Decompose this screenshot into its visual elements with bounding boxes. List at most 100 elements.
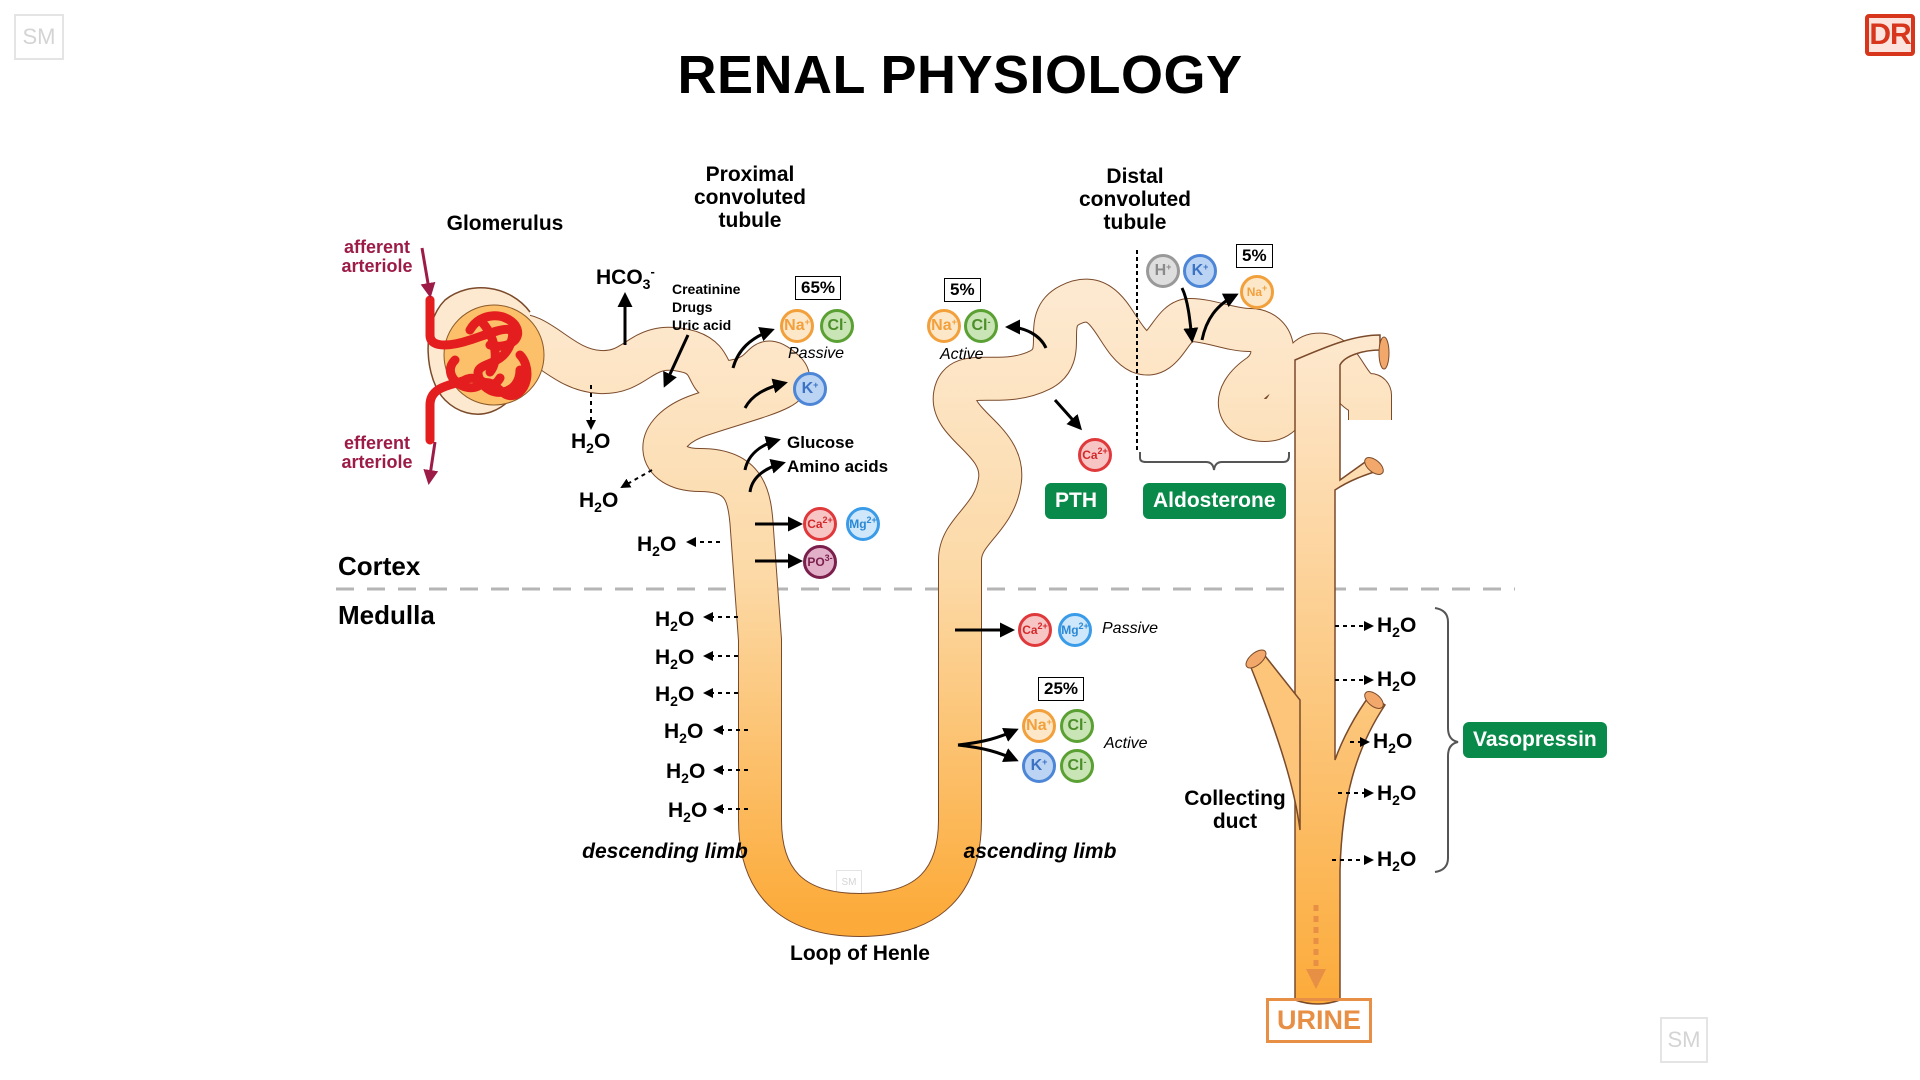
water-o: O: [688, 760, 706, 783]
ion-symbol: Na: [1026, 717, 1047, 734]
ion-charge: 2+: [1037, 621, 1048, 631]
water-sub: 2: [670, 618, 678, 635]
water-sub: 2: [1392, 678, 1400, 695]
afferent-arrow: [420, 247, 436, 298]
ion-charge: +: [804, 317, 810, 327]
water-o: O: [690, 799, 708, 822]
water-h: H: [571, 430, 587, 453]
ascending-arrows: [955, 622, 1019, 762]
ion-symbol: Cl: [971, 317, 988, 334]
ion-symbol: K: [1030, 757, 1043, 774]
pct-percent-badge: 65%: [795, 276, 842, 300]
collecting-duct: [1245, 334, 1390, 1005]
glomerulus-label: Glomerulus: [446, 212, 564, 235]
water-o: O: [1399, 614, 1417, 637]
watermark-top-left: SM: [14, 14, 64, 60]
ion-charge: 2+: [822, 515, 833, 525]
water-label: H2O: [579, 489, 618, 515]
secreted-item: Uric acid: [672, 317, 732, 333]
amino-acids-label: Amino acids: [787, 457, 889, 476]
water-h: H: [637, 533, 653, 556]
ion-symbol: Na: [1246, 285, 1263, 299]
afferent-line: arteriole: [341, 256, 413, 276]
water-sub: 2: [681, 770, 689, 787]
pct-mode-label: Passive: [788, 345, 845, 362]
ion-symbol: Na: [931, 317, 952, 334]
glucose-label: Glucose: [787, 433, 855, 452]
ion-charge: +: [1042, 757, 1048, 767]
ion-symbol: Cl: [1067, 717, 1084, 734]
bowmans-capsule: [427, 287, 545, 415]
ion-charge: 2+: [1097, 446, 1108, 456]
water-label-cd: H2O: [1377, 614, 1416, 640]
water-h: H: [655, 646, 671, 669]
water-o: O: [677, 608, 695, 631]
aldosterone-badge: Aldosterone: [1143, 483, 1286, 519]
efferent-arrow: [423, 441, 439, 485]
dct-arrows: [1005, 287, 1239, 431]
water-sub: 2: [1392, 792, 1400, 809]
afferent-arteriole-label: afferent arteriole: [332, 238, 422, 276]
water-o: O: [1399, 668, 1417, 691]
dr-logo[interactable]: DR: [1865, 14, 1915, 56]
ion-cl-ascending: Cl-: [1060, 709, 1094, 743]
water-o: O: [677, 683, 695, 706]
water-label: H2O: [571, 430, 610, 456]
aldosterone-brace: [1139, 452, 1290, 471]
water-h: H: [1373, 730, 1389, 753]
water-h: H: [655, 608, 671, 631]
dct-label-line: tubule: [1103, 211, 1167, 234]
ion-charge: -: [843, 317, 847, 327]
ion-charge: +: [813, 380, 819, 390]
ascending-passive-label: Passive: [1102, 620, 1159, 637]
watermark-text: SM: [1667, 1027, 1701, 1052]
secreted-substances: Creatinine Drugs Uric acid: [672, 280, 740, 334]
ion-charge: 3-: [824, 553, 833, 563]
water-o: O: [659, 533, 677, 556]
water-label: H2O: [637, 533, 676, 559]
pct-arrows: [617, 292, 803, 569]
water-label: H2O: [664, 720, 703, 746]
afferent-line: afferent: [343, 237, 410, 257]
water-h: H: [664, 720, 680, 743]
water-sub: 2: [683, 809, 691, 826]
efferent-line: efferent: [343, 433, 410, 453]
ion-na: Na+: [780, 309, 814, 343]
water-label: H2O: [655, 683, 694, 709]
pct-label-line: convoluted: [693, 186, 806, 209]
vasopressin-brace: [1434, 607, 1459, 873]
ion-symbol: Ca: [1022, 623, 1038, 637]
loop-of-henle-label: Loop of Henle: [790, 942, 930, 965]
water-h: H: [1377, 614, 1393, 637]
water-sub: 2: [679, 730, 687, 747]
water-h: H: [666, 760, 682, 783]
water-o: O: [677, 646, 695, 669]
hco3-sup: -: [650, 264, 655, 279]
water-o: O: [593, 430, 611, 453]
water-sub: 2: [1388, 740, 1396, 757]
ion-charge: 2+: [1078, 621, 1089, 631]
water-label-cd: H2O: [1377, 848, 1416, 874]
ascending-limb-label: ascending limb: [963, 840, 1117, 863]
pct-label: Proximal convoluted tubule: [680, 163, 820, 232]
ion-charge: 2+: [866, 515, 877, 525]
water-h: H: [655, 683, 671, 706]
ion-charge: -: [987, 317, 991, 327]
ion-k: K+: [793, 372, 827, 406]
watermark-text: SM: [841, 876, 857, 888]
watermark-bottom-right: SM: [1660, 1017, 1708, 1063]
ion-symbol: Mg: [1061, 623, 1079, 637]
ion-symbol: Cl: [827, 317, 844, 334]
water-label-cd: H2O: [1377, 782, 1416, 808]
pth-badge: PTH: [1045, 483, 1107, 519]
ion-cl: Cl-: [820, 309, 854, 343]
water-o: O: [1395, 730, 1413, 753]
page-title: RENAL PHYSIOLOGY: [677, 45, 1243, 105]
dct-percent-right: 5%: [1236, 244, 1273, 268]
ion-symbol: PO: [807, 555, 825, 569]
